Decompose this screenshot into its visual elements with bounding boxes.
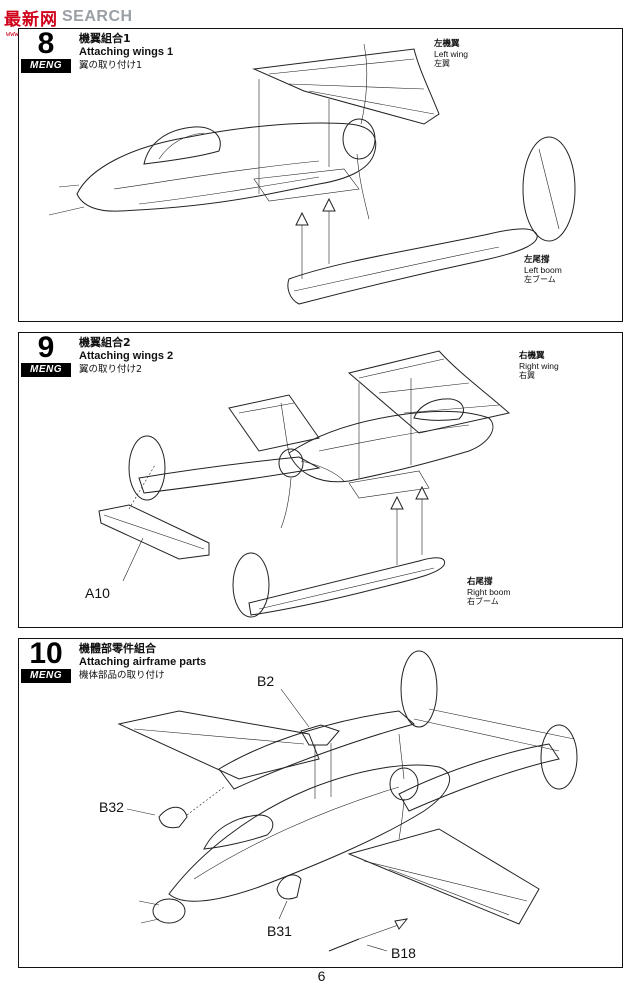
step-8-number: 8 [37, 28, 55, 60]
left-wing-behind [228, 394, 320, 452]
callout-left-wing-jp: 左翼 [434, 59, 450, 69]
left-wing-outline [252, 48, 440, 125]
callout-left-boom-jp: 左ブーム [524, 275, 556, 285]
left-boom-outline [287, 228, 538, 305]
callout-left-wing: 左機翼 Left wing 左翼 [434, 39, 468, 69]
step-8-panel: 8 MENG 機翼組合1 Attaching wings 1 翼の取り付け1 左… [18, 28, 623, 322]
callout-right-wing: 右機翼 Right wing 右翼 [519, 351, 559, 381]
step-9-titles: 機翼組合2 Attaching wings 2 翼の取り付け2 [79, 336, 173, 375]
left-boom-behind [138, 456, 321, 494]
canopy-outline [203, 814, 274, 850]
propeller-hub [342, 118, 376, 160]
step-9-number: 9 [37, 332, 55, 364]
right-wing-outline [347, 350, 511, 434]
callout-right-wing-en: Right wing [519, 361, 559, 372]
canopy-outline [143, 126, 221, 165]
callout-right-boom-en: Right boom [467, 587, 511, 598]
right-wing-outline [347, 828, 540, 925]
part-label-b32: B32 [99, 799, 124, 815]
callout-right-wing-cn: 右機翼 [519, 351, 545, 361]
step-9-brand: MENG [21, 363, 71, 377]
watermark-logo: 最新网 [4, 9, 58, 30]
step-10-badge: 10 MENG [19, 639, 73, 685]
step-8-badge: 8 MENG [19, 29, 73, 75]
right-boom-outline [248, 557, 446, 616]
step-8-titles: 機翼組合1 Attaching wings 1 翼の取り付け1 [79, 32, 173, 71]
step-10-title-en: Attaching airframe parts [79, 655, 207, 668]
step-8-title-cn: 機翼組合1 [79, 32, 131, 45]
propeller-hub [278, 448, 304, 478]
step-8-illustration [48, 43, 576, 305]
step-10-title-cn: 機體部零件組合 [79, 642, 156, 655]
watermark-search: SEARCH [62, 8, 133, 25]
step-9-title-cn: 機翼組合2 [79, 336, 131, 349]
callout-left-boom-en: Left boom [524, 265, 562, 276]
step-9-title-jp: 翼の取り付け2 [79, 363, 143, 375]
callout-right-wing-jp: 右翼 [519, 371, 535, 381]
part-b31-shape [276, 874, 302, 900]
step-10-brand: MENG [21, 669, 71, 683]
left-boom-fin [400, 650, 438, 728]
callout-left-boom-cn: 左尾撐 [524, 255, 550, 265]
fuselage-outline [168, 764, 451, 902]
step-10-panel: 10 MENG 機體部零件組合 Attaching airframe parts… [18, 638, 623, 968]
canopy-outline [413, 398, 464, 421]
part-label-b18: B18 [391, 945, 416, 961]
step-8-brand: MENG [21, 59, 71, 73]
part-b32-shape [158, 806, 188, 829]
part-b2-shape [300, 724, 340, 746]
step-8-title-en: Attaching wings 1 [79, 45, 174, 58]
step-9-illustration [98, 350, 511, 618]
part-label-b31: B31 [267, 923, 292, 939]
callout-left-wing-cn: 左機翼 [434, 39, 460, 49]
right-boom-outline [398, 743, 560, 812]
step-9-badge: 9 MENG [19, 333, 73, 379]
propeller-hub [389, 767, 419, 801]
step-10-number: 10 [29, 638, 63, 670]
fuselage-outline [288, 410, 494, 483]
nose-cone [152, 898, 186, 924]
step-10-titles: 機體部零件組合 Attaching airframe parts 機体部品の取り… [79, 642, 206, 681]
step-9-panel: 9 MENG 機翼組合2 Attaching wings 2 翼の取り付け2 右… [18, 332, 623, 628]
part-a10-shape [98, 504, 210, 560]
step-8-title-jp: 翼の取り付け1 [79, 59, 143, 71]
left-boom-behind-tail [128, 435, 166, 501]
callout-right-boom: 右尾撐 Right boom 右ブーム [467, 577, 510, 607]
callout-right-boom-jp: 右ブーム [467, 597, 499, 607]
callout-left-boom: 左尾撐 Left boom 左ブーム [524, 255, 562, 285]
page-number: 6 [317, 968, 326, 984]
fuselage-outline [76, 122, 377, 212]
part-label-a10: A10 [85, 585, 110, 601]
step-9-title-en: Attaching wings 2 [79, 349, 174, 362]
left-boom-outline [218, 710, 416, 790]
right-boom-tail [232, 552, 270, 618]
callout-left-wing-en: Left wing [434, 49, 469, 60]
step-10-title-jp: 機体部品の取り付け [79, 669, 165, 681]
part-b18-shape [328, 938, 360, 952]
callout-right-boom-cn: 右尾撐 [467, 577, 493, 587]
right-boom-fin [540, 724, 578, 790]
step-10-illustration [117, 650, 578, 952]
watermark: 最新网 SEARCH [4, 2, 133, 32]
left-boom-tail [522, 136, 576, 242]
part-label-b2: B2 [257, 673, 275, 689]
